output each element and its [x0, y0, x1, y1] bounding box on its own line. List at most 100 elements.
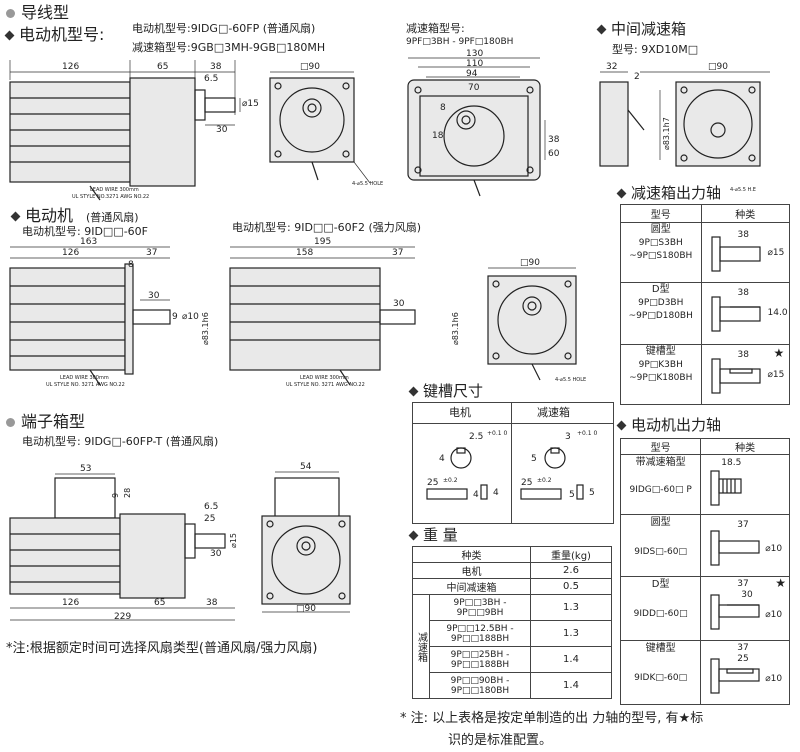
key-m-len-tol: ±0.2: [443, 477, 458, 484]
weight-row-mid: 中间减速箱: [412, 578, 531, 595]
star-icon: ★: [775, 576, 787, 590]
ul-note-b: UL STYLE NO. 3271 AWG NO.22: [46, 382, 125, 388]
weight-row-motor: 电机: [412, 562, 531, 579]
key-g-tol: +0.1 0: [577, 430, 598, 437]
bullet-icon: [6, 9, 15, 18]
dim-6-5-t: 6.5: [204, 502, 219, 512]
dim-90-t: □90: [296, 604, 316, 614]
dim-10-b: ⌀10: [182, 312, 199, 322]
motor-shaft-row-1-type: 带减速箱型: [635, 457, 686, 468]
dim-38-t: 38: [206, 598, 218, 608]
dim-83-b: ⌀83.1h6: [201, 312, 210, 345]
motor-shaft-header-type: 种类: [700, 438, 790, 455]
dim-158: 158: [296, 248, 314, 258]
key-g-k: 5: [569, 490, 575, 500]
motor-model-text: 电动机型号:9IDG□-60FP (普通风扇): [132, 22, 316, 35]
key-slot-divider: [511, 403, 512, 523]
motor-shaft-row-1: 带减速箱型 9IDG□-60□ P: [619, 454, 702, 515]
ul-note: UL STYLE NO.3271 AWG NO.22: [72, 194, 150, 200]
d-motor-shaft-icon: [710, 594, 760, 630]
weight-row-mid-value: 0.5: [530, 578, 612, 595]
weight-title: 重 量: [408, 528, 458, 543]
motor-shaft-row-4-d3: 25: [737, 654, 749, 664]
motor-shaft-row-3-d3: 30: [741, 590, 753, 600]
dim-83-mid: ⌀83.1h7: [662, 117, 671, 150]
round-motor-shaft-icon: [710, 530, 760, 566]
motor-shaft-row-4-drawing: 37 25 ⌀10: [700, 640, 790, 705]
hole-note: 4-⌀5.5 HOLE: [352, 181, 384, 187]
key-m-k: 4: [473, 490, 479, 500]
motor-shaft-row-1-d1: 18.5: [721, 458, 742, 468]
dim-90: □90: [300, 62, 320, 72]
motor-shaft-row-3-model: 9IDD□-60□: [633, 609, 688, 619]
dim-163: 163: [80, 237, 98, 247]
bullet-icon: [408, 530, 419, 541]
key-g-h: 5: [531, 454, 537, 464]
gear-shaft-row-1-d2: ⌀15: [767, 248, 785, 258]
weight-header-type: 种类: [412, 546, 531, 563]
dim-65-t: 65: [154, 598, 166, 608]
gear-shaft-row-3-type: 键槽型: [645, 346, 676, 357]
dim-15-t: ⌀15: [229, 533, 238, 548]
gear-shaft-row-2-d1: 38: [737, 288, 749, 298]
dim-2: 2: [634, 72, 640, 82]
dim-53: 53: [80, 464, 92, 474]
dim-30-b: 30: [148, 291, 160, 301]
key-slot-drawings: [426, 447, 584, 500]
gearbox-model-label: 减速箱型号:: [406, 22, 465, 35]
keyed-shaft-icon: [710, 358, 761, 394]
gear-model-text: 减速箱型号:9GB□3MH-9GB□180MH: [132, 41, 326, 54]
dim-30-c: 30: [393, 299, 405, 309]
weight-group-row-4-value: 1.4: [530, 672, 612, 699]
ul-note-c: UL STYLE NO. 3271 AWG NO.22: [286, 382, 365, 388]
gear-shaft-row-3-d2: ⌀15: [767, 370, 785, 380]
dim-6-5: 6.5: [204, 74, 219, 84]
gear-shaft-title-text: 减速箱出力轴: [631, 184, 722, 202]
motor-shaft-row-3-type: D型: [651, 579, 670, 590]
motor-shaft-row-3-drawing: 37 30 ⌀10 ★: [700, 576, 790, 641]
dim-94: 94: [466, 69, 478, 79]
key-g-width: 3: [565, 432, 571, 442]
round-shaft-icon: [710, 236, 761, 272]
dim-38: 38: [210, 62, 222, 72]
bullet-icon: [616, 420, 627, 431]
gear-shaft-row-2-drawing: 38 14.0: [700, 282, 790, 345]
weight-group-label: 减速箱: [412, 594, 430, 699]
motor-shaft-row-2-model: 9IDS□-60□: [634, 547, 687, 557]
star-icon: ★: [773, 346, 785, 360]
motor-shaft-table: 型号 种类 带减速箱型 9IDG□-60□ P 18.5 圆型 9IDS□-60…: [619, 438, 790, 705]
gear-shaft-row-3-models: 9P□K3BH ~9P□K180BH: [629, 360, 693, 383]
gear-shaft-header-model: 型号: [620, 204, 702, 223]
gear-shaft-row-2: D型 9P□D3BH ~9P□D180BH: [620, 282, 702, 345]
motor-model-a: 电动机型号: 9ID□□-60F: [22, 225, 148, 238]
dim-9-b: 9: [172, 312, 178, 322]
key-col-gear: 减速箱: [537, 406, 570, 419]
dim-25-t: 25: [204, 514, 216, 524]
bullet-icon: [596, 24, 607, 35]
gear-shaft-table: 型号 种类 圆型 9P□S3BH ~9P□S180BH 38 ⌀15 D型 9P…: [620, 204, 790, 405]
intermediate-gear-title: 中间减速箱: [596, 22, 686, 37]
dim-126: 126: [62, 62, 80, 72]
dim-90-mid: □90: [708, 62, 728, 72]
note-standard-a: * 注: 以上表格是按定单制造的出 力轴的型号, 有★标: [400, 711, 704, 726]
key-slot-title: 键槽尺寸: [408, 384, 483, 399]
key-m-h: 4: [439, 454, 445, 464]
key-slot-header: [413, 403, 613, 424]
dim-15: ⌀15: [242, 99, 259, 109]
motor-shaft-header-model: 型号: [619, 438, 702, 455]
weight-group-row-2: 9P□□12.5BH - 9P□□188BH: [429, 620, 531, 647]
motor-shaft-row-2-d1: 37: [737, 520, 749, 530]
dim-126-t: 126: [62, 598, 80, 608]
dim-60: 60: [548, 149, 560, 159]
gear-shaft-row-3: 键槽型 9P□K3BH ~9P□K180BH: [620, 344, 702, 405]
lead-note-b: LEAD WIRE 300mm: [60, 375, 109, 381]
dim-126-b: 126: [62, 248, 80, 258]
weight-group-row-3-value: 1.4: [530, 646, 612, 673]
motor-shaft-row-3-d2: ⌀10: [765, 610, 783, 620]
motor-shaft-row-2: 圆型 9IDS□-60□: [619, 514, 702, 577]
intermediate-gear-model: 型号: 9XD10M□: [612, 43, 699, 56]
bullet-icon: [10, 211, 21, 222]
motor-shaft-row-3: D型 9IDD□-60□: [619, 576, 702, 641]
motor-shaft-title: 电动机出力轴: [616, 418, 721, 433]
dim-8-b: 8: [128, 260, 134, 270]
